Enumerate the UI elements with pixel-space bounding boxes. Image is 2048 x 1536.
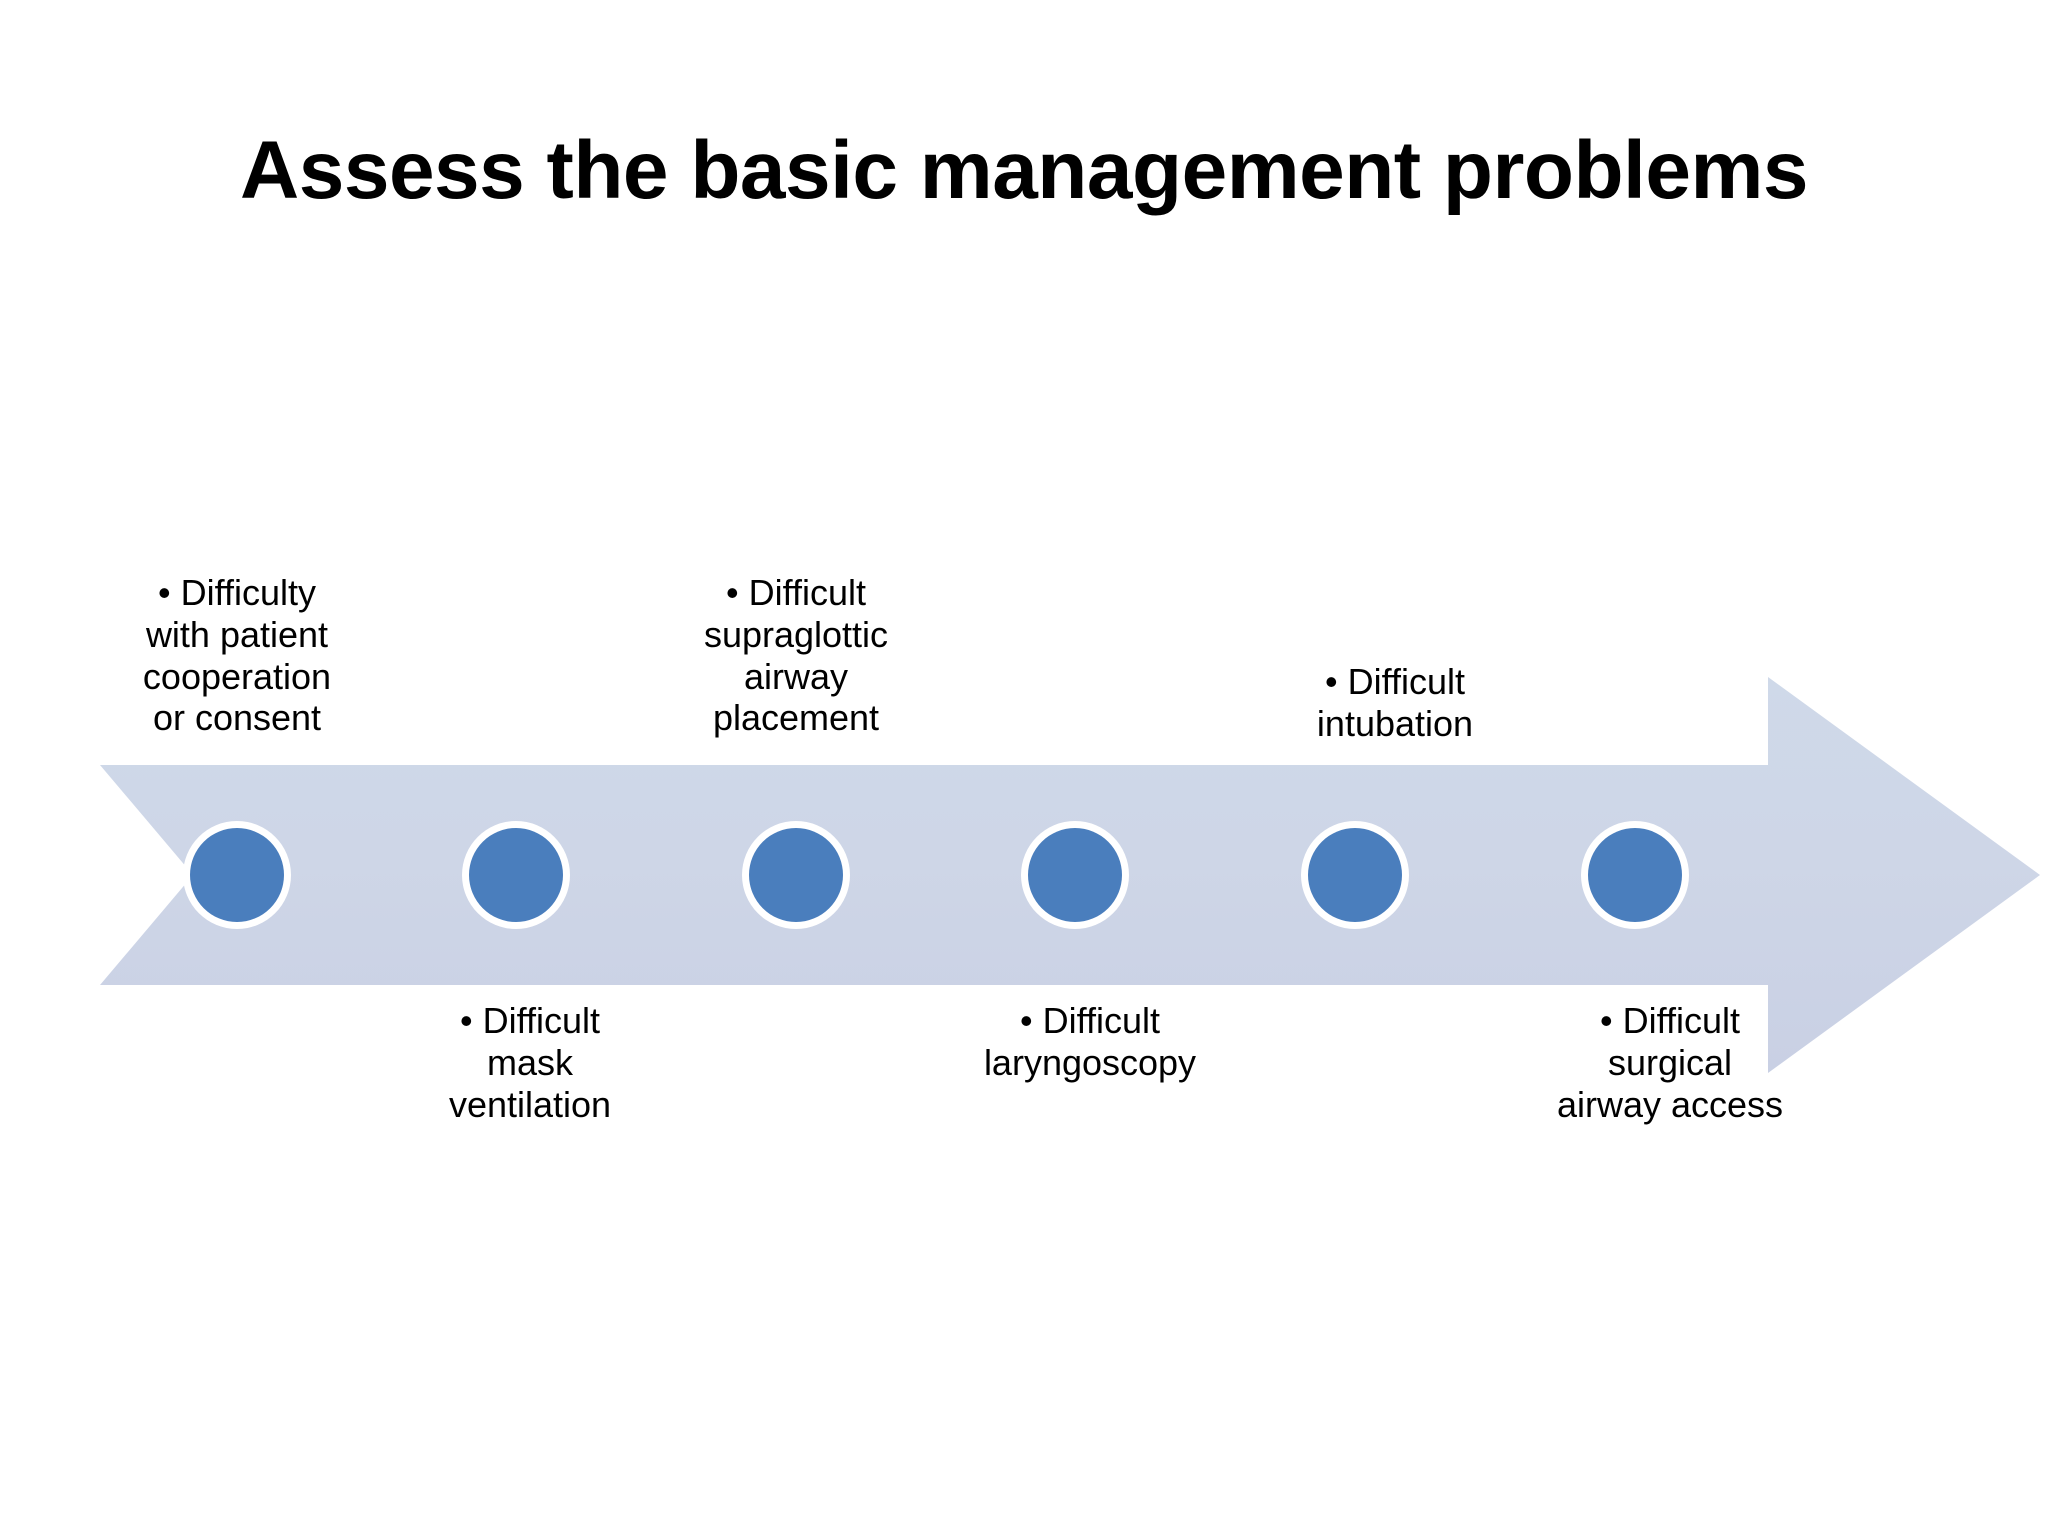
- node-label-2: • Difficult mask ventilation: [448, 1000, 612, 1125]
- node-disc-6: [1588, 828, 1682, 922]
- node-disc-1: [190, 828, 284, 922]
- node-label-1: • Difficulty with patient cooperation or…: [142, 572, 332, 739]
- node-circle-5[interactable]: [1301, 821, 1409, 929]
- node-disc-2: [469, 828, 563, 922]
- node-circle-1[interactable]: [183, 821, 291, 929]
- node-label-3: • Difficult supraglottic airway placemen…: [703, 572, 889, 739]
- node-circle-2[interactable]: [462, 821, 570, 929]
- node-disc-5: [1308, 828, 1402, 922]
- node-label-4: • Difficult laryngoscopy: [983, 1000, 1197, 1083]
- node-disc-4: [1028, 828, 1122, 922]
- page-title: Assess the basic management problems: [240, 125, 1808, 216]
- node-circle-4[interactable]: [1021, 821, 1129, 929]
- node-label-6: • Difficult surgical airway access: [1556, 1000, 1784, 1125]
- node-disc-3: [749, 828, 843, 922]
- node-label-5: • Difficult intubation: [1316, 661, 1474, 744]
- node-circle-6[interactable]: [1581, 821, 1689, 929]
- node-circle-3[interactable]: [742, 821, 850, 929]
